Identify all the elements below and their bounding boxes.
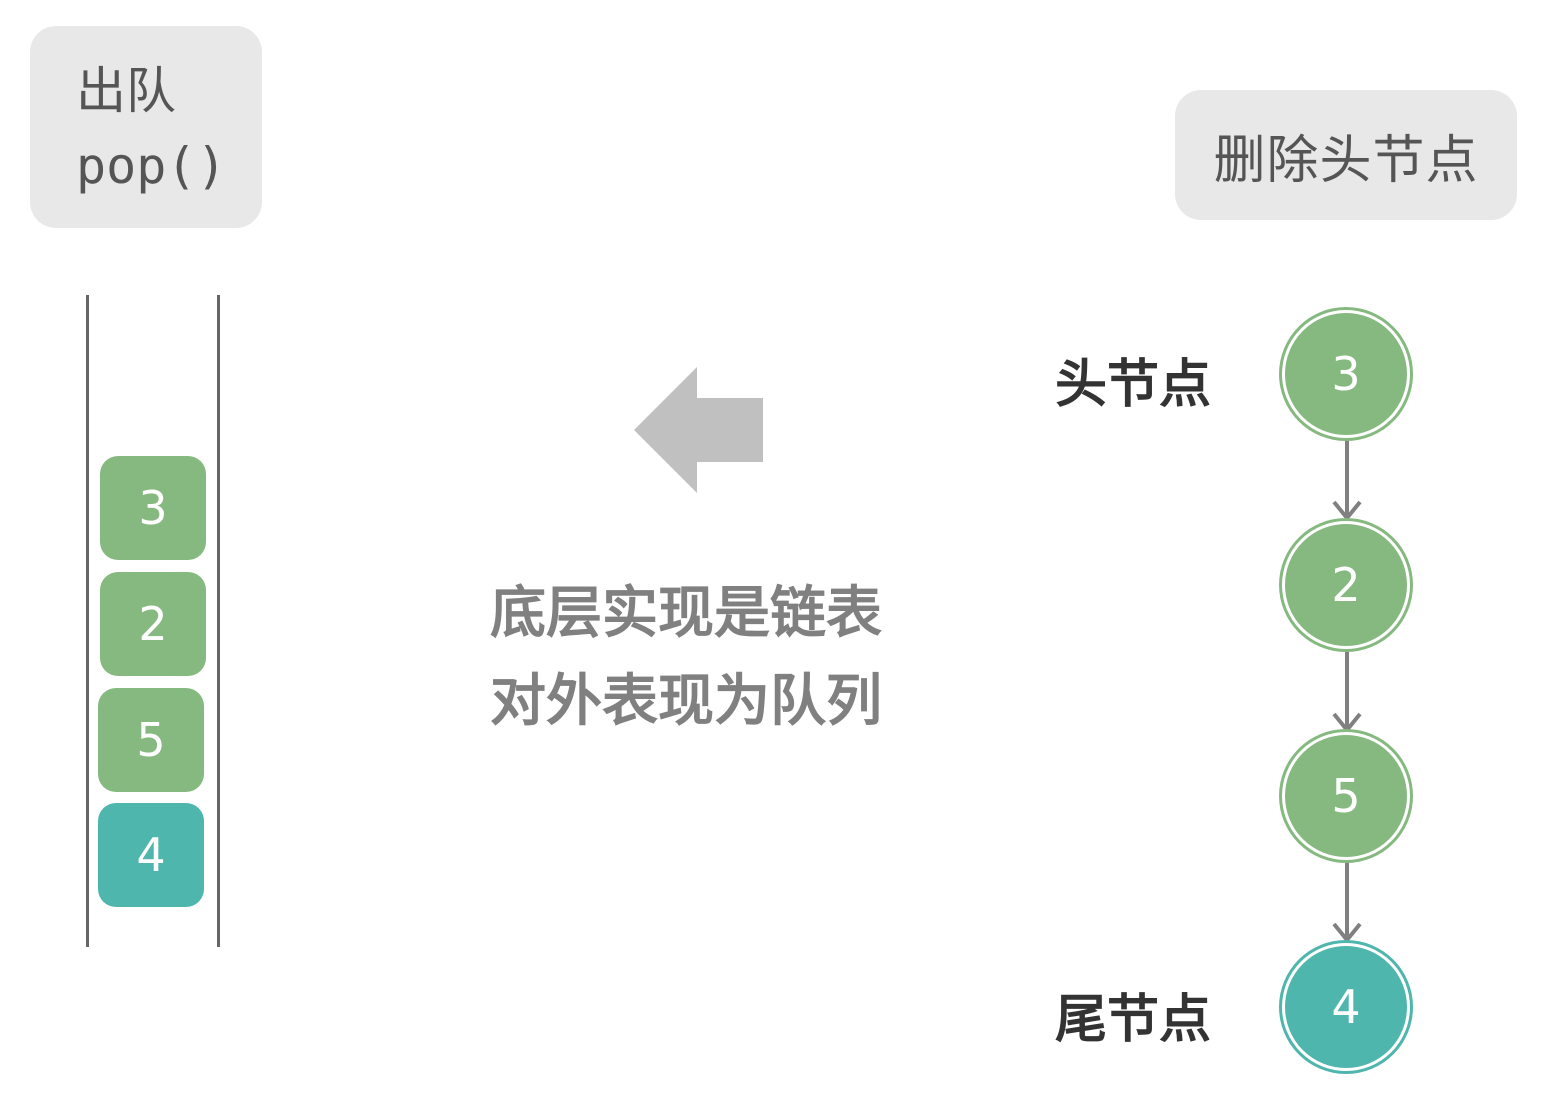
queue-cell: 2: [100, 572, 206, 676]
list-node: 2: [1282, 521, 1410, 649]
link-arrowhead: [1332, 712, 1362, 732]
operation-name: 出队: [76, 62, 176, 120]
operation-method: pop(): [76, 137, 227, 195]
operation-label-box: 出队 pop(): [30, 26, 262, 228]
left-arrow-icon: [634, 367, 763, 493]
list-node: 5: [1282, 732, 1410, 860]
queue-cell-tail: 4: [98, 803, 204, 907]
center-text-line-2: 对外表现为队列: [490, 669, 882, 734]
queue-right-wall: [217, 295, 220, 947]
action-label-box: 删除头节点: [1175, 90, 1517, 220]
link-arrowhead: [1332, 500, 1362, 520]
center-explanation: 底层实现是链表 对外表现为队列: [490, 570, 910, 746]
tail-node-label: 尾节点: [1055, 990, 1212, 1050]
queue-left-wall: [86, 295, 89, 947]
queue-cell: 5: [98, 688, 204, 792]
list-node-tail: 4: [1282, 943, 1410, 1071]
list-node-head: 3: [1282, 310, 1410, 438]
head-node-label: 头节点: [1055, 355, 1212, 415]
center-text-line-1: 底层实现是链表: [490, 581, 882, 646]
link-arrowhead: [1332, 922, 1362, 942]
queue-cell: 3: [100, 456, 206, 560]
